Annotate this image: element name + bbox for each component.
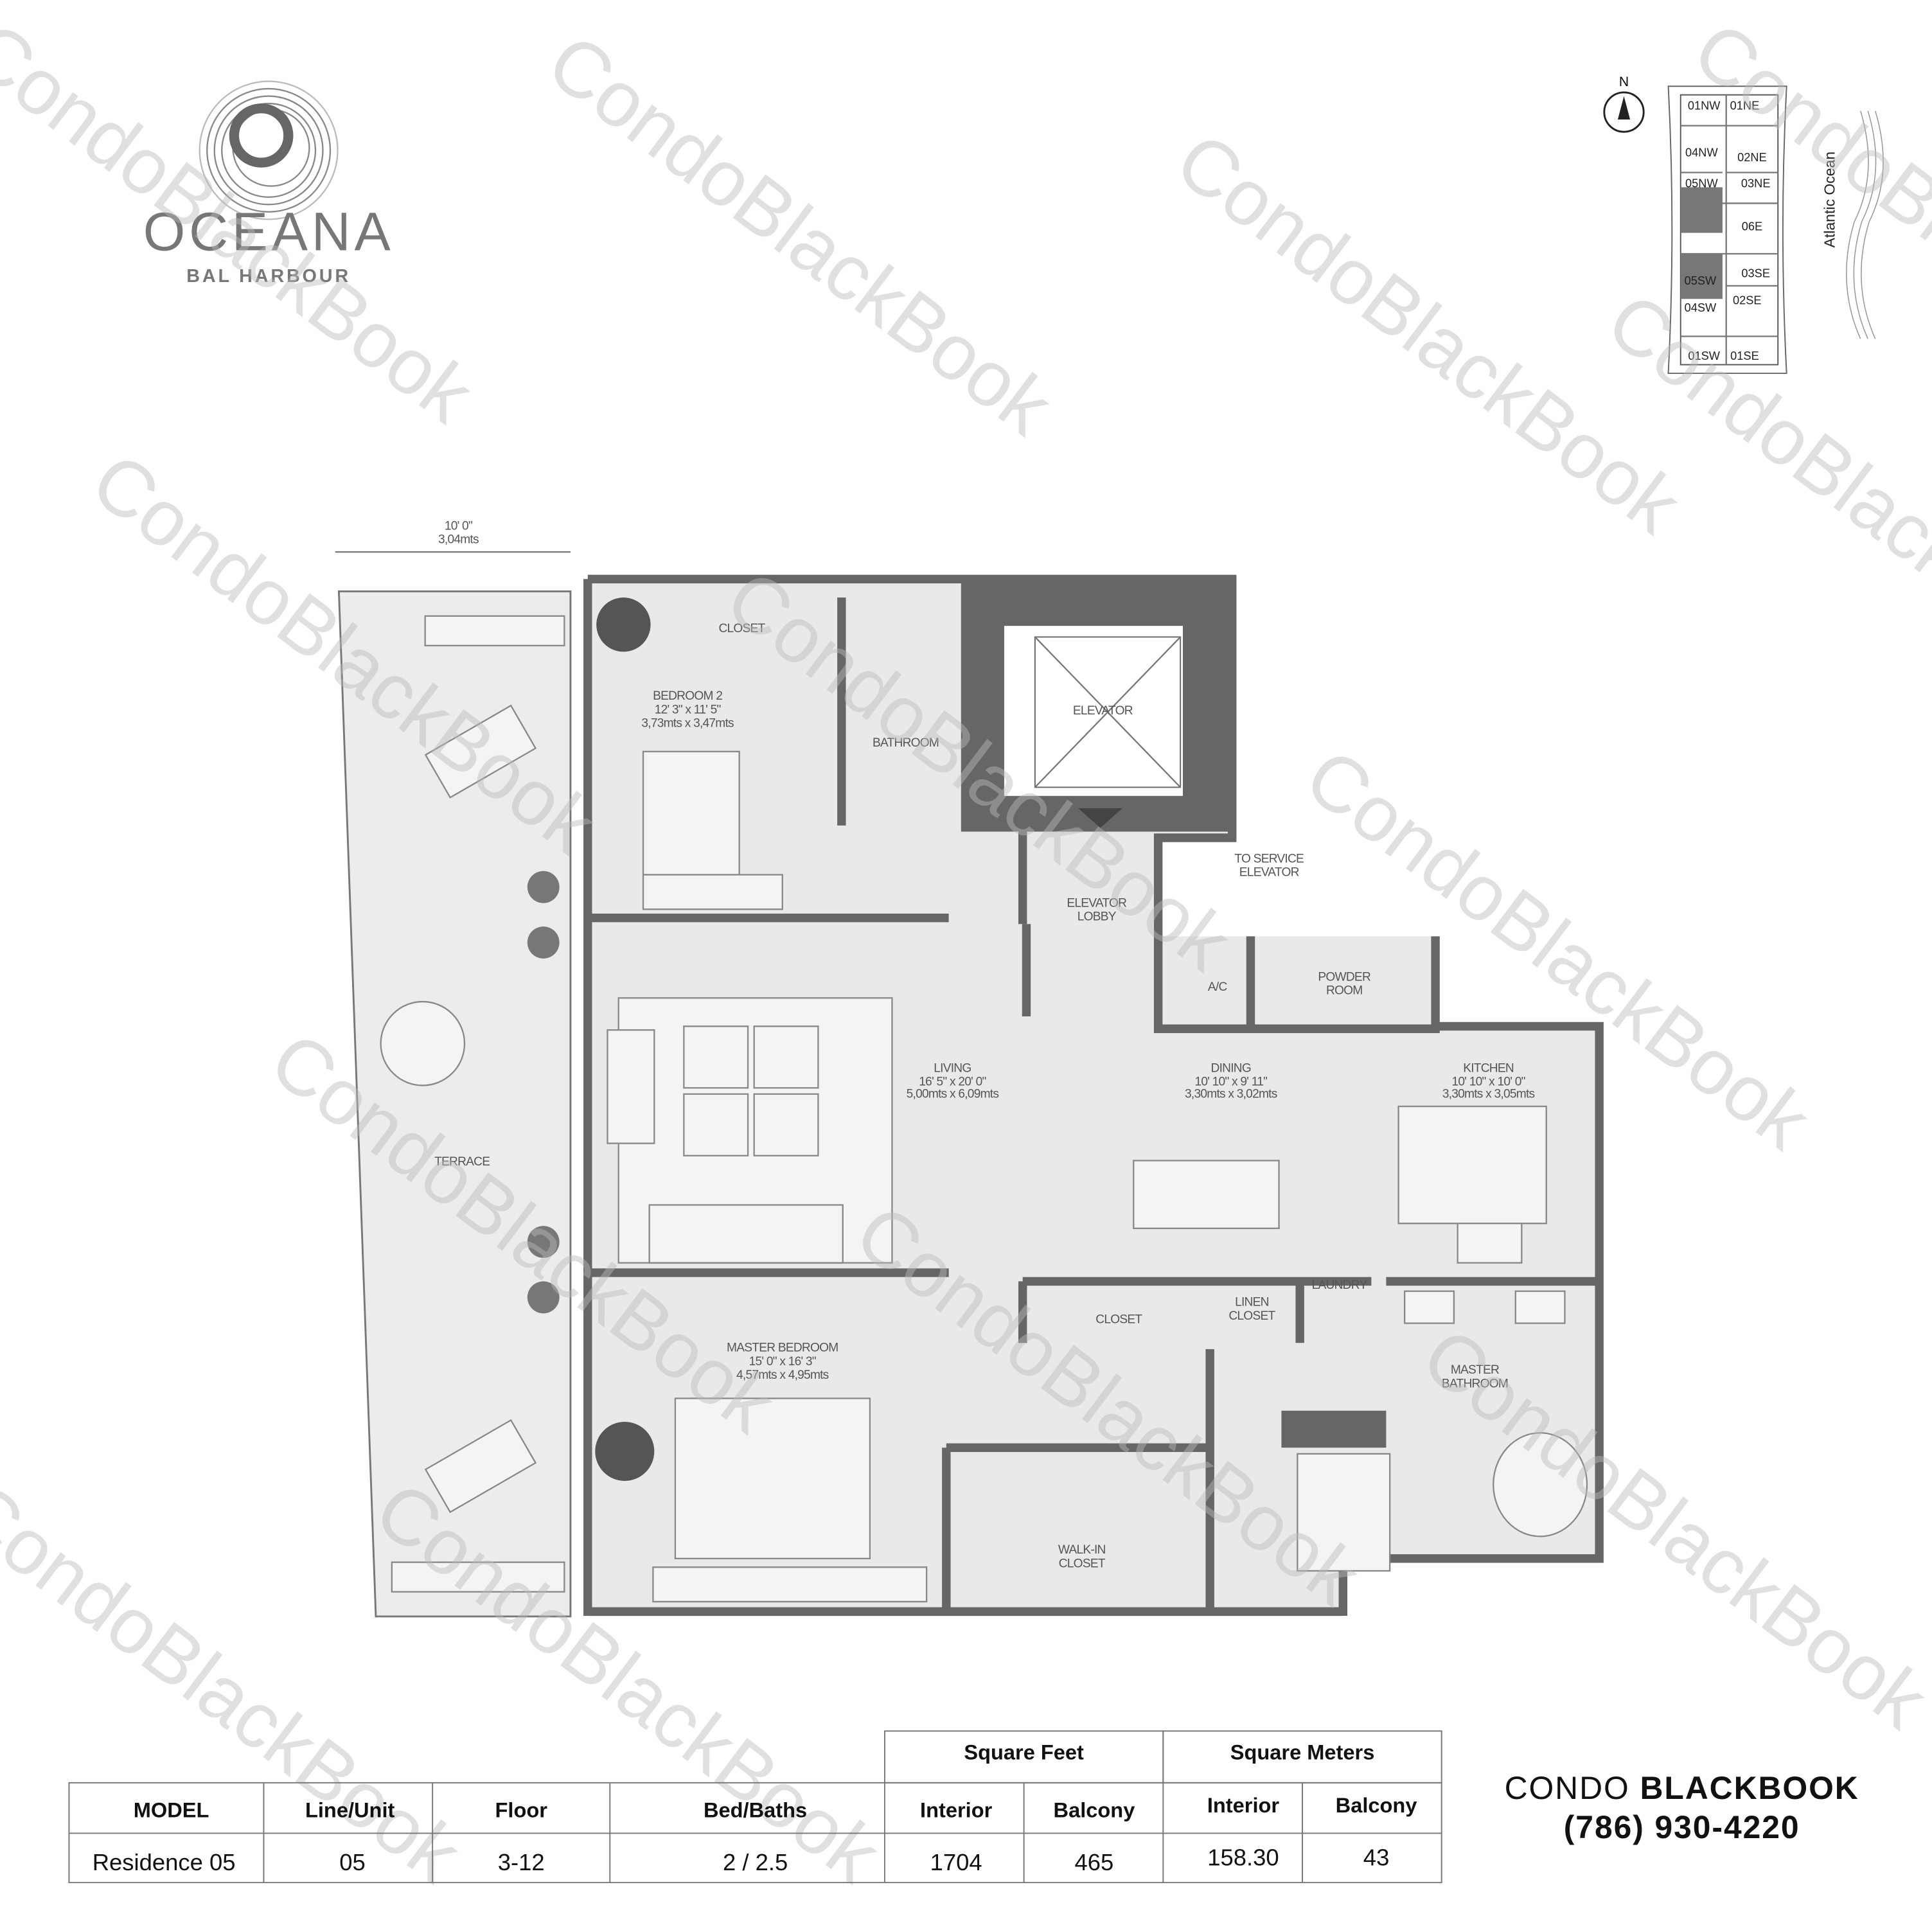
group-header-sqft: Square Feet [964,1740,1084,1764]
elevator-lobby-label: LOBBY [1077,910,1117,923]
terrace-label: TERRACE [434,1155,490,1169]
unit-label: 01SE [1730,350,1759,362]
walkin-closet-label: WALK-IN [1058,1543,1106,1557]
cell-balcony-sqft: 465 [1075,1849,1114,1875]
unit-label: 04SW [1685,301,1717,314]
terrace-area [337,590,572,1618]
unit-label: 01SW [1688,350,1720,362]
unit-label: 02SE [1733,294,1762,307]
cell-bed-baths: 2 / 2.5 [723,1849,788,1875]
group-header-sqm: Square Meters [1230,1740,1375,1764]
dining-label: DINING [1211,1061,1251,1075]
unit-label: 01NW [1688,100,1721,112]
contact-brand-bold: BLACKBOOK [1640,1770,1859,1806]
master-bathroom-label: MASTER [1451,1363,1499,1377]
column-icon [596,598,651,652]
walkin-closet-label: CLOSET [1059,1557,1106,1570]
unit-label: 02NE [1737,151,1767,164]
column-icon [595,1421,655,1482]
cell-floor: 3-12 [498,1849,545,1875]
closet-label: CLOSET [718,622,765,635]
cell-interior-sqm: 158.30 [1207,1844,1279,1870]
brand-name: OCEANA [143,201,394,261]
elevator-lobby-label: ELEVATOR [1067,896,1126,910]
master-bedroom-label: MASTER BEDROOM [727,1341,838,1355]
master-bed [674,1397,871,1559]
header-line-unit: Line/Unit [305,1798,395,1822]
powder-room-label: POWDER [1318,970,1370,984]
contact-phone: (786) 930-4220 [1564,1809,1800,1845]
unit-label: 01NE [1730,100,1760,112]
bathroom-label: BATHROOM [873,736,939,750]
unit-label: 03SE [1741,267,1770,279]
apartment-interior [587,579,1600,1616]
header-interior-sqft: Interior [920,1798,993,1822]
header-floor: Floor [495,1798,547,1822]
ocean-label: Atlantic Ocean [1821,152,1838,248]
dining-dim-ft: 10' 10" x 9' 11" [1194,1075,1267,1088]
living-dim-m: 5,00mts x 6,09mts [907,1088,999,1101]
kitchen-dim-m: 3,30mts x 3,05mts [1442,1088,1535,1101]
contact-block: CONDO BLACKBOOK (786) 930-4220 [1505,1770,1859,1845]
closet2-label: CLOSET [1095,1313,1142,1327]
header-bed-baths: Bed/Baths [704,1798,807,1822]
watermark: CondoBlackBook [532,17,1068,452]
bed-2 [642,750,740,876]
dining-table [1133,1160,1280,1230]
terrace-dim-m: 3,04mts [438,533,479,547]
elevator-label: ELEVATOR [1073,704,1133,718]
unit-label: 05NW [1685,177,1718,190]
unit-label: 04NW [1685,146,1718,159]
contact-brand: CONDO BLACKBOOK [1505,1770,1859,1806]
brand-subtitle: BAL HARBOUR [186,266,351,287]
bedroom2-label: BEDROOM 2 [653,689,722,703]
key-plan: N 01NW 01NE 04NW 02NE 05NW 03NE 06E 03SE… [1603,75,1884,375]
kitchen-label: KITCHEN [1463,1061,1514,1075]
linen-closet-label: CLOSET [1228,1309,1275,1323]
header-balcony-sqm: Balcony [1336,1793,1417,1817]
service-elevator-label: TO SERVICE [1234,852,1304,865]
spec-table: Square Feet Square Meters MODEL Line/Uni… [68,1730,1442,1884]
service-elevator-label: ELEVATOR [1239,865,1299,879]
master-bathroom-label: BATHROOM [1442,1377,1508,1390]
compass-icon [1603,91,1645,133]
cell-interior-sqft: 1704 [930,1849,982,1875]
cell-balcony-sqm: 43 [1363,1844,1390,1870]
unit-05nw [1680,187,1723,233]
unit-label: 06E [1742,220,1762,233]
laundry-label: LAUNDRY [1312,1279,1368,1292]
ocean-waves-icon [1846,111,1884,339]
terrace-dim-ft: 10' 0" [445,520,472,533]
contact-brand-light: CONDO [1505,1770,1640,1806]
linen-closet-label: LINEN [1235,1296,1269,1309]
watermark: CondoBlackBook [0,5,489,439]
cell-model: Residence 05 [93,1849,236,1875]
ac-label: A/C [1208,980,1228,994]
living-label: LIVING [934,1061,971,1075]
master-bedroom-dim-m: 4,57mts x 4,95mts [736,1368,829,1382]
logo-swirl-icon [199,80,339,220]
oceana-logo: OCEANA BAL HARBOUR [143,80,394,287]
floor-plan: 10' 0" 3,04mts TERRACE [335,520,1604,1618]
header-model: MODEL [134,1798,209,1822]
unit-label: 03NE [1741,177,1771,190]
master-bedroom-dim-ft: 15' 0" x 16' 3" [749,1355,816,1368]
header-interior-sqm: Interior [1207,1793,1280,1817]
bedroom2-dim-m: 3,73mts x 3,47mts [641,716,734,730]
kitchen-dim-ft: 10' 10" x 10' 0" [1452,1075,1525,1088]
bedroom2-dim-ft: 12' 3" x 11' 5" [655,703,721,716]
unit-05sw [1680,254,1723,299]
north-label: N [1619,75,1629,89]
powder-room-label: ROOM [1326,984,1363,998]
dining-dim-m: 3,30mts x 3,02mts [1185,1088,1277,1101]
unit-label: 05SW [1685,274,1717,287]
living-dim-ft: 16' 5" x 20' 0" [919,1075,986,1088]
cell-line-unit: 05 [339,1849,366,1875]
north-arrow-icon [1617,96,1631,120]
header-balcony-sqft: Balcony [1054,1798,1135,1822]
